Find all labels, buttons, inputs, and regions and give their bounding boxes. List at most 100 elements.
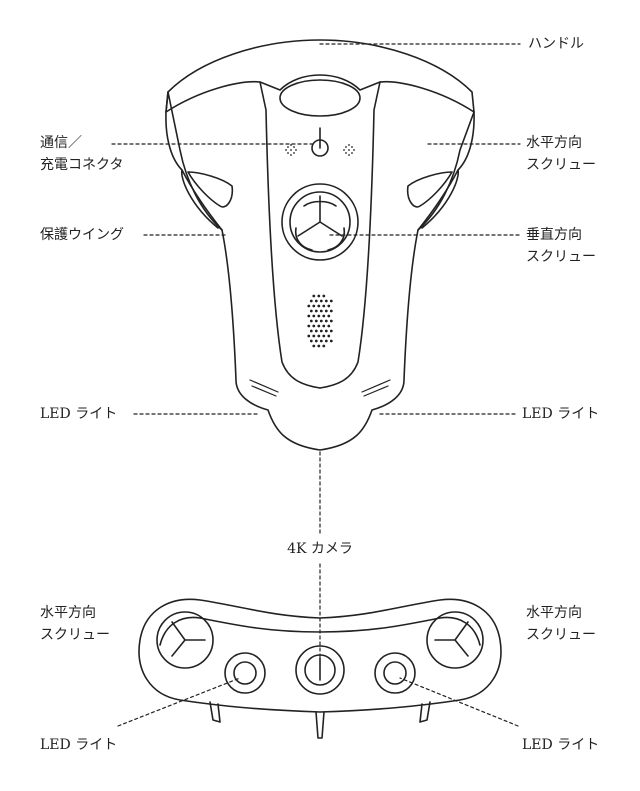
grille-hole bbox=[327, 314, 331, 318]
speaker-dot bbox=[293, 146, 295, 148]
speaker-dot bbox=[285, 149, 287, 151]
speaker-dot bbox=[351, 152, 353, 154]
grille-hole bbox=[319, 309, 323, 313]
front-body-outline bbox=[138, 598, 502, 713]
label-camera: 4K カメラ bbox=[287, 541, 353, 557]
grille-hole bbox=[324, 309, 328, 313]
grille-hole bbox=[322, 324, 326, 328]
foot-left bbox=[209, 701, 221, 723]
body-outline bbox=[165, 91, 475, 451]
grille-hole bbox=[322, 294, 326, 298]
foot-center bbox=[315, 711, 325, 739]
camera-lens-outer bbox=[295, 645, 345, 695]
grille-hole bbox=[314, 329, 318, 333]
grille-hole bbox=[329, 329, 333, 333]
grille-hole bbox=[327, 324, 331, 328]
grille-hole bbox=[319, 329, 323, 333]
grille-hole bbox=[322, 304, 326, 308]
right-led-lens bbox=[374, 652, 416, 694]
grille-hole bbox=[319, 319, 323, 323]
led-strip-right bbox=[361, 379, 391, 397]
label-handle: ハンドル bbox=[528, 36, 584, 52]
grille-hole bbox=[324, 299, 328, 303]
grille-hole bbox=[317, 334, 321, 338]
foot-right bbox=[419, 701, 431, 723]
left-propeller-ring bbox=[156, 611, 214, 669]
right-screw-housing bbox=[319, 81, 381, 389]
grille-hole bbox=[319, 299, 323, 303]
grille-hole bbox=[309, 329, 313, 333]
left-led-lens bbox=[224, 652, 266, 694]
left-propeller-blades bbox=[171, 621, 206, 657]
grille-hole bbox=[314, 299, 318, 303]
grille-hole bbox=[314, 309, 318, 313]
grille-hole bbox=[322, 334, 326, 338]
grille-hole bbox=[312, 324, 316, 328]
speaker-dot bbox=[353, 149, 355, 151]
label-led-left-bottom: LED ライト bbox=[40, 737, 118, 753]
led-strip-left bbox=[249, 379, 279, 397]
grille-hole bbox=[307, 304, 311, 308]
grille-hole bbox=[312, 304, 316, 308]
speaker-dot bbox=[343, 149, 345, 151]
vertical-screw-inner bbox=[289, 191, 351, 253]
speaker-dot bbox=[351, 146, 353, 148]
grille-hole bbox=[324, 329, 328, 333]
label-led-right-bottom: LED ライト bbox=[522, 737, 600, 753]
speaker-dot bbox=[287, 152, 289, 154]
speaker-dot bbox=[348, 144, 350, 146]
grille-hole bbox=[319, 339, 323, 343]
grille-hole bbox=[314, 339, 318, 343]
left-protect-wing bbox=[165, 111, 234, 231]
grille-hole bbox=[312, 314, 316, 318]
label-protect-wing: 保護ウイング bbox=[40, 227, 124, 243]
top-window bbox=[279, 79, 361, 117]
label-led-left-top: LED ライト bbox=[40, 406, 118, 422]
grille-hole bbox=[324, 319, 328, 323]
grille-hole bbox=[312, 334, 316, 338]
speaker-dot bbox=[345, 146, 347, 148]
grille-hole bbox=[307, 324, 311, 328]
drone-front-view bbox=[138, 598, 502, 739]
label-led-right-top: LED ライト bbox=[522, 406, 600, 422]
grille-hole bbox=[329, 319, 333, 323]
grille-hole bbox=[317, 314, 321, 318]
grille-hole bbox=[317, 344, 321, 348]
vertical-screw-blades bbox=[294, 195, 346, 251]
speaker-dot bbox=[293, 152, 295, 154]
leader-lines bbox=[111, 43, 521, 727]
vent-grille bbox=[307, 294, 333, 348]
label-horizontal-screw-top: 水平方向 スクリュー bbox=[526, 135, 596, 173]
grille-hole bbox=[324, 339, 328, 343]
right-propeller-ring bbox=[426, 611, 484, 669]
speaker-dot bbox=[295, 149, 297, 151]
left-led-inner bbox=[233, 661, 257, 685]
right-propeller-blades bbox=[434, 621, 469, 657]
speaker-dot bbox=[345, 152, 347, 154]
speaker-dot bbox=[287, 146, 289, 148]
speaker-dot bbox=[290, 154, 292, 156]
grille-hole bbox=[322, 344, 326, 348]
speaker-dot bbox=[290, 149, 292, 151]
grille-hole bbox=[309, 339, 313, 343]
drone-top-view bbox=[165, 39, 475, 451]
label-comm-connector: 通信／ 充電コネクタ bbox=[40, 135, 124, 173]
grille-hole bbox=[327, 304, 331, 308]
grille-hole bbox=[314, 319, 318, 323]
grille-hole bbox=[317, 304, 321, 308]
grille-hole bbox=[312, 294, 316, 298]
grille-hole bbox=[322, 314, 326, 318]
speaker-dot bbox=[348, 149, 350, 151]
right-protect-wing bbox=[406, 111, 475, 231]
grille-hole bbox=[307, 334, 311, 338]
label-horizontal-screw-right: 水平方向 スクリュー bbox=[526, 605, 596, 643]
grille-hole bbox=[317, 324, 321, 328]
grille-hole bbox=[329, 309, 333, 313]
speaker-dots bbox=[285, 144, 355, 156]
left-screw-housing bbox=[259, 81, 321, 389]
grille-hole bbox=[329, 339, 333, 343]
grille-hole bbox=[327, 334, 331, 338]
label-vertical-screw: 垂直方向 スクリュー bbox=[526, 227, 596, 265]
grille-hole bbox=[329, 299, 333, 303]
